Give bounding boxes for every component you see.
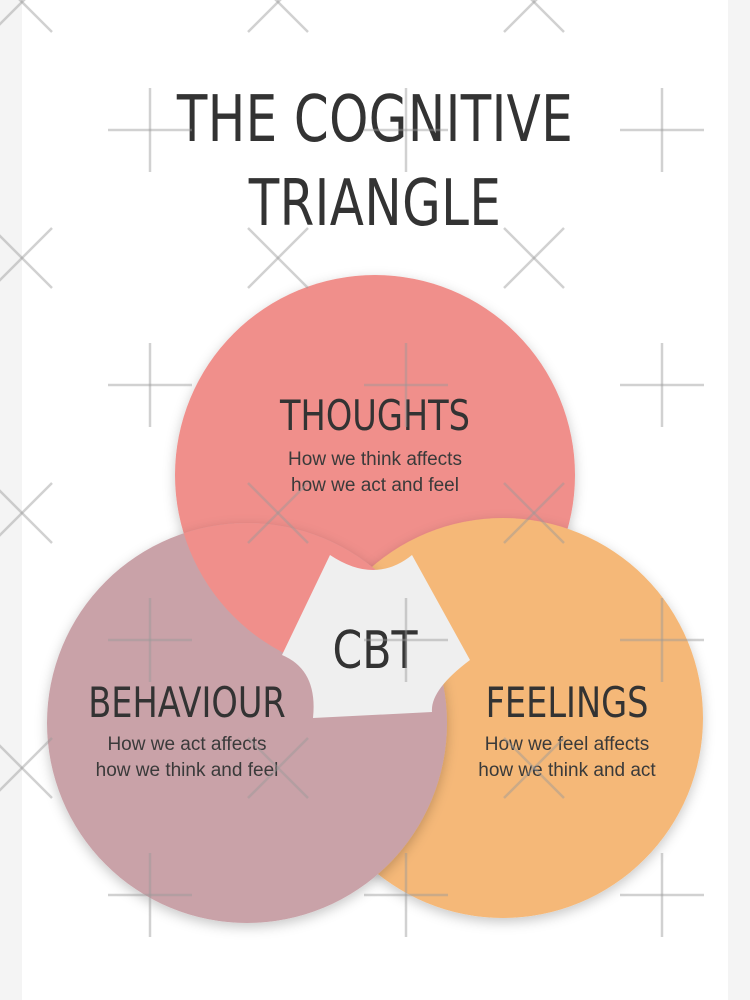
- behaviour-line-2: how we think and feel: [96, 760, 279, 781]
- feelings-heading: FEELINGS: [486, 678, 649, 727]
- title-line-1: THE COGNITIVE: [176, 83, 574, 157]
- poster-title: THE COGNITIVE TRIANGLE: [83, 78, 668, 246]
- center-label: CBT: [332, 621, 418, 681]
- thoughts-circle-overlap: [175, 523, 447, 675]
- behaviour-heading: BEHAVIOUR: [88, 678, 286, 727]
- cbt-center-shape: [282, 555, 470, 718]
- feelings-line-1: How we feel affects: [485, 734, 649, 755]
- feelings-line-2: how we think and act: [478, 760, 656, 781]
- thoughts-line-1: How we think affects: [288, 449, 462, 470]
- thoughts-line-2: how we act and feel: [291, 475, 459, 496]
- title-line-2: TRIANGLE: [248, 167, 502, 241]
- thoughts-heading: THOUGHTS: [279, 391, 470, 440]
- behaviour-line-1: How we act affects: [107, 734, 266, 755]
